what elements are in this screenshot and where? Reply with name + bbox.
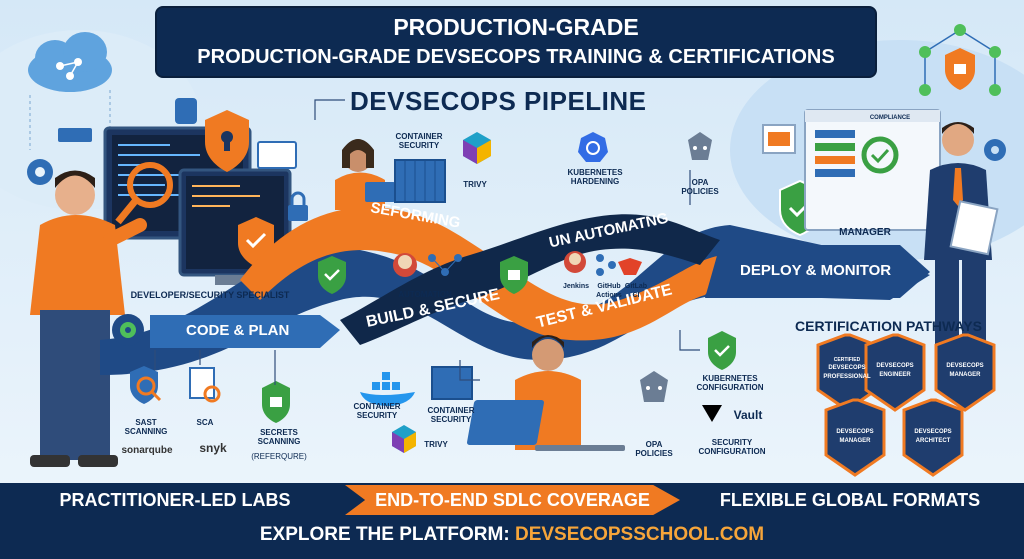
docker-icon: [360, 372, 415, 406]
trivy-top-label: TRIVY: [463, 180, 487, 189]
jenkins-label: Jenkins: [562, 283, 590, 290]
container-security-b1-label: CONTAINER SECURITY: [353, 402, 401, 420]
explore-line: EXPLORE THE PLATFORM: DEVSECOPSSCHOOL.CO…: [0, 524, 1024, 546]
trivy-icon: [463, 132, 491, 164]
footer-seg-sdlc: END-TO-END SDLC COVERAGE: [345, 485, 680, 515]
code-plan-band: [150, 315, 340, 348]
opa-icon: [688, 132, 712, 160]
certification-title: CERTIFICATION PATHWAYS: [795, 318, 982, 334]
pipeline-title: DEVSECOPS PIPELINE: [350, 86, 647, 116]
pipeline-dark-band: [340, 214, 720, 345]
kubernetes-hardening-label: KUBERNETES HARDENING: [567, 168, 623, 186]
badge-2-name: DEVSECOPS MANAGER: [946, 363, 984, 378]
shield-lock-icon: [205, 110, 249, 172]
github-actions-label: GitHub Actions: [596, 283, 622, 299]
vault-icon: [702, 405, 722, 422]
badge-0-name: DEVSECOPS PROFESSIONAL: [823, 365, 871, 380]
header-title-line2: PRODUCTION-GRADE DEVSECOPS TRAINING & CE…: [197, 46, 835, 68]
badge-1-name: DEVSECOPS ENGINEER: [876, 363, 914, 378]
security-config-label: SECURITY CONFIGURATION: [698, 438, 766, 456]
explore-url[interactable]: DEVSECOPSSCHOOL.COM: [514, 524, 765, 545]
github-actions-icon: [596, 254, 616, 276]
sca-label: SCA: [196, 418, 214, 427]
compliance-window: [804, 109, 941, 231]
manager-label: MANAGER: [839, 227, 891, 238]
vault-label: Vault: [733, 408, 763, 422]
badge-4-name: DEVSECOPS ARCHITECT: [914, 429, 952, 444]
stage-code-plan: CODE & PLAN: [186, 322, 290, 339]
stage-deploy-monitor: DEPLOY & MONITOR: [740, 262, 892, 279]
jenkins-icon: [393, 253, 417, 277]
opa-policies-top-label: OPA POLICIES: [681, 178, 719, 196]
header-banner: PRODUCTION-GRADE PRODUCTION-GRADE DEVSEC…: [155, 6, 877, 78]
gitlab-icon: [618, 258, 642, 275]
checkmark-shield-icon: [318, 256, 346, 294]
woman-person: [335, 139, 395, 210]
compliance-label: COMPLIANCE: [869, 115, 911, 121]
developer-label: DEVELOPER/SECURITY SPECIALIST: [130, 290, 290, 300]
cert-badges: [816, 333, 996, 477]
sonarqube-label: sonarqube: [121, 445, 173, 456]
trivy-icon: [392, 425, 416, 453]
gear-icon: [984, 139, 1006, 161]
secrets-shield-icon: [262, 381, 290, 423]
sast-label: SAST SCANNING: [124, 418, 168, 436]
trivy-bottom-label: TRIVY: [424, 440, 448, 449]
secrets-sub-label: (REFERQURE): [251, 452, 307, 461]
magnifier-icon: [130, 366, 162, 404]
opa-icon: [640, 371, 668, 402]
magnifier-icon: [115, 162, 173, 225]
badge-3-name: DEVSECOPS MANAGER: [836, 429, 874, 444]
badge-0-top: CERTIFIED: [833, 357, 861, 363]
container-security-b2-label: CONTAINER SECURITY: [427, 406, 475, 424]
explore-label: EXPLORE THE PLATFORM:: [259, 524, 510, 545]
k8s-config-label: KUBERNETES CONFIGURATION: [696, 374, 764, 392]
padlock-icon: [500, 256, 528, 294]
secrets-label: SECRETS SCANNING: [257, 428, 301, 446]
header-title-line1: PRODUCTION-GRADE: [393, 14, 639, 40]
padlock-icon: [288, 191, 308, 221]
man-person: [467, 335, 625, 451]
manager-person: [924, 122, 999, 355]
deploy-band: [705, 245, 930, 298]
checkmark-shield-icon: [708, 331, 736, 370]
sca-icon: [189, 367, 221, 403]
developer-person: [30, 170, 147, 467]
opa-policies-bottom-label: OPA POLICIES: [635, 440, 673, 458]
footer-seg-formats: FLEXIBLE GLOBAL FORMATS: [685, 485, 1015, 515]
footer-seg-labs: PRACTITIONER-LED LABS: [10, 485, 340, 515]
jenkins-icon: [564, 251, 586, 273]
flow-icon: [428, 254, 462, 276]
container-security-top-label: CONTAINER SECURITY: [395, 132, 443, 150]
gear-icon: [120, 322, 136, 338]
kubernetes-icon: [578, 132, 608, 162]
automation-label: AUTOMATION: [398, 290, 452, 299]
gear-icon: [27, 159, 53, 185]
network-icon: [919, 24, 1001, 96]
snyk-label: snyk: [199, 441, 227, 455]
cloud-icon: [28, 32, 112, 92]
gitlab-ci-label: GitLab CI: [624, 283, 648, 299]
